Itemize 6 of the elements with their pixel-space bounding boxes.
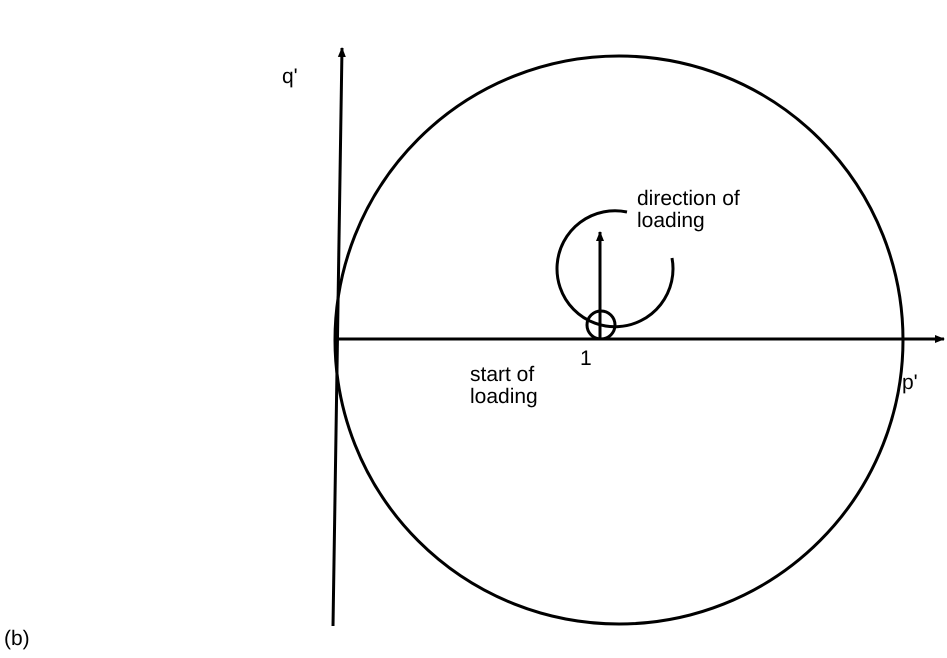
annotation-text: start of loading: [470, 364, 539, 408]
axis-label: p': [902, 372, 918, 394]
point-label: 1: [580, 348, 592, 370]
annotation-text: direction of loading: [637, 188, 741, 232]
axis-label: q': [282, 66, 298, 88]
panel-label: (b): [4, 628, 30, 650]
